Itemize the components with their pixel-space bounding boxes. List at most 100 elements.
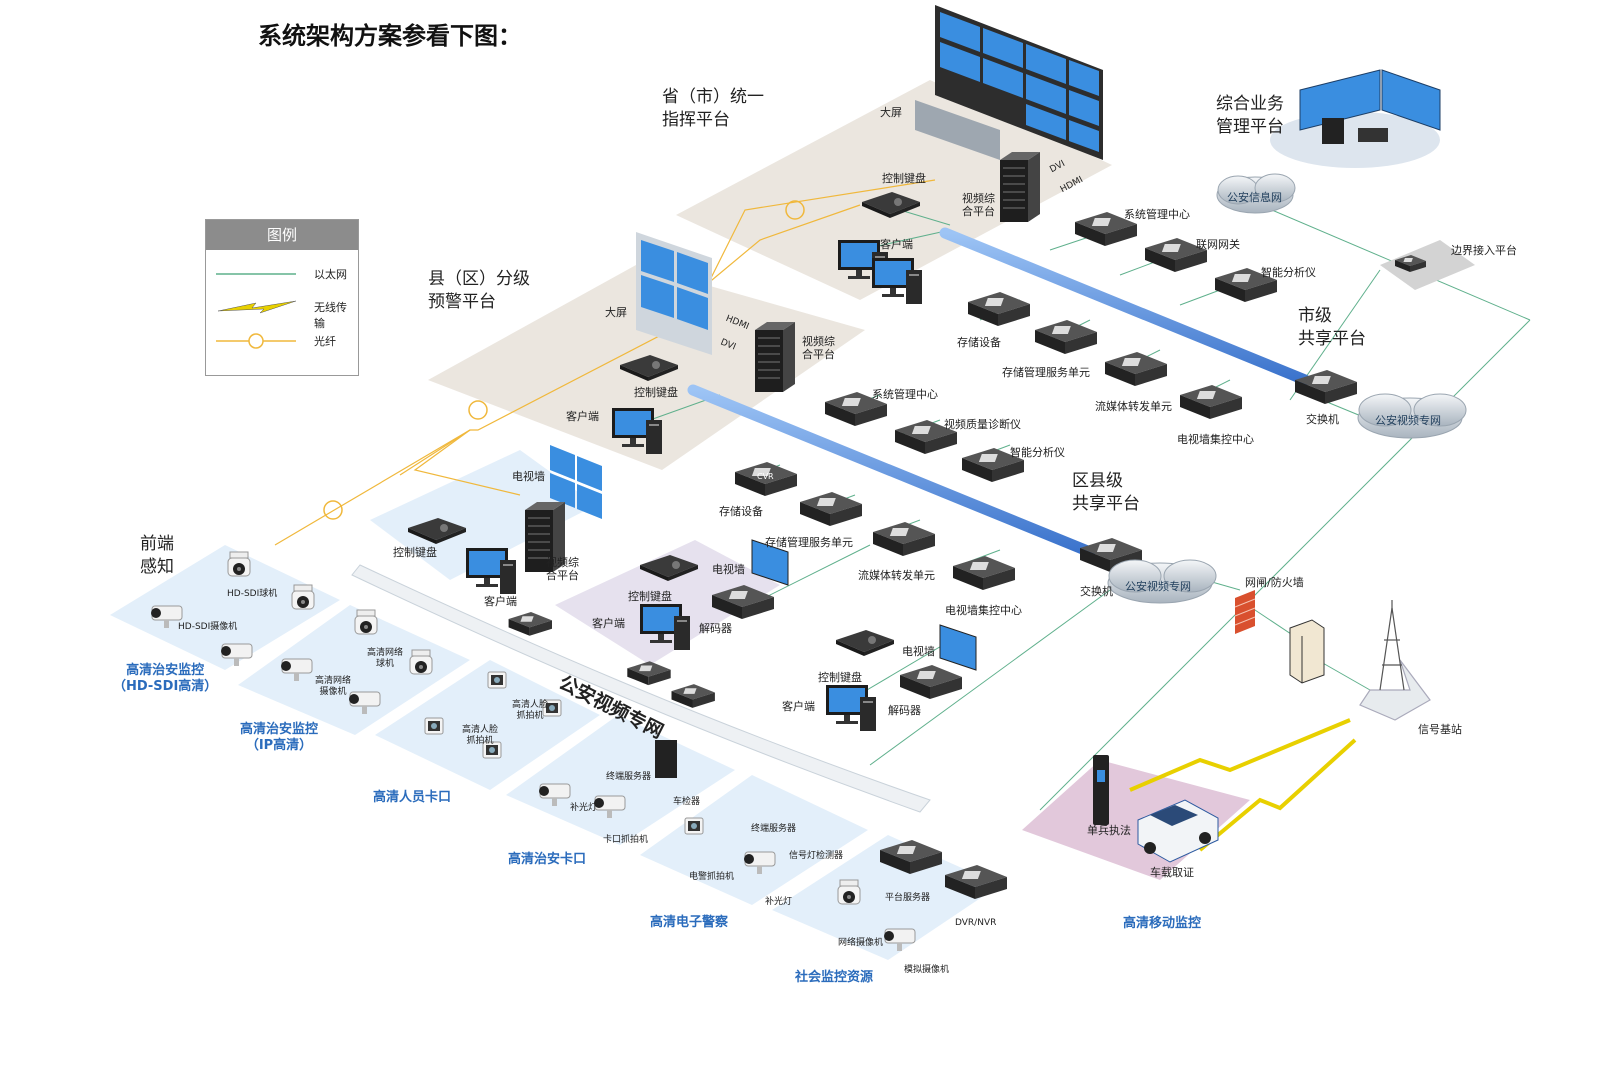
analog-camera-label: 模拟摄像机: [904, 965, 950, 975]
front-client-label: 客户端: [484, 595, 517, 608]
border-platform-label: 边界接入平台: [1451, 244, 1517, 257]
front-area-police: [640, 775, 868, 905]
cloud-video-district-label: 公安视频专网: [1125, 580, 1191, 593]
city-switch-label: 交换机: [1306, 413, 1339, 426]
police-car-icon: [1137, 799, 1219, 863]
face-capture-camera-3: [424, 717, 444, 735]
cloud-video-city: [1357, 393, 1467, 439]
district-tvwall-device: [953, 556, 1015, 590]
caption-line: 高清治安监控: [126, 663, 205, 678]
district-storage-label: 存储设备: [719, 505, 763, 518]
city-gateway-label: 联网网关: [1196, 238, 1240, 251]
province-block-label: 省（市）统一 指挥平台: [662, 86, 764, 132]
block-line: 市级: [1298, 306, 1332, 326]
label-line: 高清网络: [367, 648, 404, 658]
county-platform-label: 视频综 合平台: [802, 335, 835, 361]
district-storage-mgmt-label: 存储管理服务单元: [765, 536, 853, 549]
vehicle-terminal-server: [508, 612, 552, 636]
sub-a-keyboard-label: 控制键盘: [628, 590, 672, 603]
sub-b-decoder-label: 解码器: [888, 704, 921, 717]
hdsdi-dome-camera-2: [291, 584, 315, 610]
ip-camera-label: 高清网络 摄像机: [315, 676, 351, 698]
front-center-area: [370, 450, 596, 580]
sub-a-tv: [751, 539, 789, 586]
hdsdi-dome-label: HD-SDI球机: [227, 589, 278, 599]
legend-item-label: 无线传输: [314, 301, 347, 330]
police-fill-light-label: 补光灯: [765, 897, 793, 907]
city-stream-device: [1105, 352, 1167, 386]
province-video-wall: [915, 5, 1103, 160]
front-block-label: 前端 感知: [140, 533, 174, 579]
county-server-rack: [754, 321, 796, 393]
block-line: 县（区）分级: [428, 269, 530, 289]
city-sys-mgmt-label: 系统管理中心: [1124, 208, 1190, 221]
vehicle-detector: [655, 740, 677, 778]
district-smart-label: 智能分析仪: [1010, 446, 1065, 459]
label-line: 视频综: [962, 192, 995, 205]
integrated-platform-screens: [1270, 69, 1441, 168]
block-line: 管理平台: [1216, 116, 1284, 137]
police-terminal-server: [627, 661, 671, 686]
front-area-vehicle: [506, 715, 735, 845]
county-video-wall: [636, 232, 712, 355]
sub-b-tv-label: 电视墙: [902, 645, 935, 658]
label-line: 高清人脸: [512, 700, 549, 710]
face-camera-label: 高清人脸 抓拍机: [512, 700, 548, 722]
city-block-label: 市级 共享平台: [1298, 305, 1366, 351]
district-cvr-label: CVR: [757, 472, 774, 481]
front-tv-wall-label: 电视墙: [512, 470, 545, 483]
hdsdi-dome-camera: [227, 551, 251, 577]
sub-b-keyboard: [836, 630, 894, 656]
block-line: 共享平台: [1072, 493, 1140, 514]
county-block-label: 县（区）分级 预警平台: [428, 268, 530, 314]
page-title: 系统架构方案参看下图：: [258, 22, 522, 50]
province-platform-area: [676, 80, 1112, 300]
hdsdi-caption: 高清治安监控 （HD-SDI高清）: [113, 663, 217, 696]
legend-header: 图例: [206, 220, 358, 250]
province-client-label: 客户端: [880, 238, 913, 251]
sub-a-client-label: 客户端: [592, 617, 625, 630]
ip-dome-camera-2: [409, 649, 433, 675]
cloud-info: [1216, 173, 1296, 214]
front-keyboard-label: 控制键盘: [393, 546, 437, 559]
vehicle-capture-label: 卡口抓拍机: [603, 835, 649, 845]
cloud-video-district: [1107, 559, 1217, 604]
block-line: 预警平台: [428, 291, 496, 312]
sub-a-decoder-label: 解码器: [699, 622, 732, 635]
signal-tower-icon: [1359, 600, 1431, 721]
label-line: 合平台: [802, 348, 835, 362]
ip-dome-label: 高清网络 球机: [367, 648, 403, 670]
legend-item-wireless: 无线传输: [216, 297, 351, 330]
city-smart-label: 智能分析仪: [1261, 266, 1316, 279]
block-line: 感知: [140, 556, 174, 577]
block-line: 前端: [140, 534, 174, 554]
county-keyboard-label: 控制键盘: [634, 386, 678, 399]
face-capture-camera: [487, 671, 507, 689]
network-camera-label: 网络摄像机: [838, 938, 884, 948]
base-station-label: 信号基站: [1418, 723, 1462, 736]
people-caption: 高清人员卡口: [373, 790, 452, 805]
cloud-video-city-label: 公安视频专网: [1375, 414, 1441, 427]
firewall-label: 网闸/防火墙: [1245, 576, 1304, 589]
front-area-hdsdi: [110, 545, 340, 670]
single-soldier-label: 单兵执法: [1087, 824, 1131, 837]
front-area-people: [375, 660, 600, 790]
sub-b-tv: [939, 624, 977, 671]
ip-caption: 高清治安监控 （IP高清）: [240, 722, 318, 755]
signal-detector-label: 信号灯检测器: [789, 851, 844, 861]
wireless-link-2: [1198, 738, 1357, 852]
label-line: 合平台: [962, 205, 995, 219]
integrated-block-label: 综合业务 管理平台: [1216, 93, 1284, 139]
vehicle-caption: 高清治安卡口: [508, 852, 587, 867]
fiber-line-icon: [216, 333, 296, 349]
police-caption: 高清电子警察: [650, 915, 729, 930]
legend-item-ethernet: 以太网: [216, 264, 351, 284]
legend: 图例 以太网 无线传输 光纤: [205, 219, 359, 376]
legend-item-label: 光纤: [314, 335, 336, 348]
front-area-ip: [238, 605, 470, 735]
car-forensics-label: 车载取证: [1150, 866, 1194, 879]
district-storage-mgmt-device: [800, 492, 862, 526]
border-platform-area: [1380, 240, 1475, 290]
sub-b-client: [826, 685, 876, 731]
